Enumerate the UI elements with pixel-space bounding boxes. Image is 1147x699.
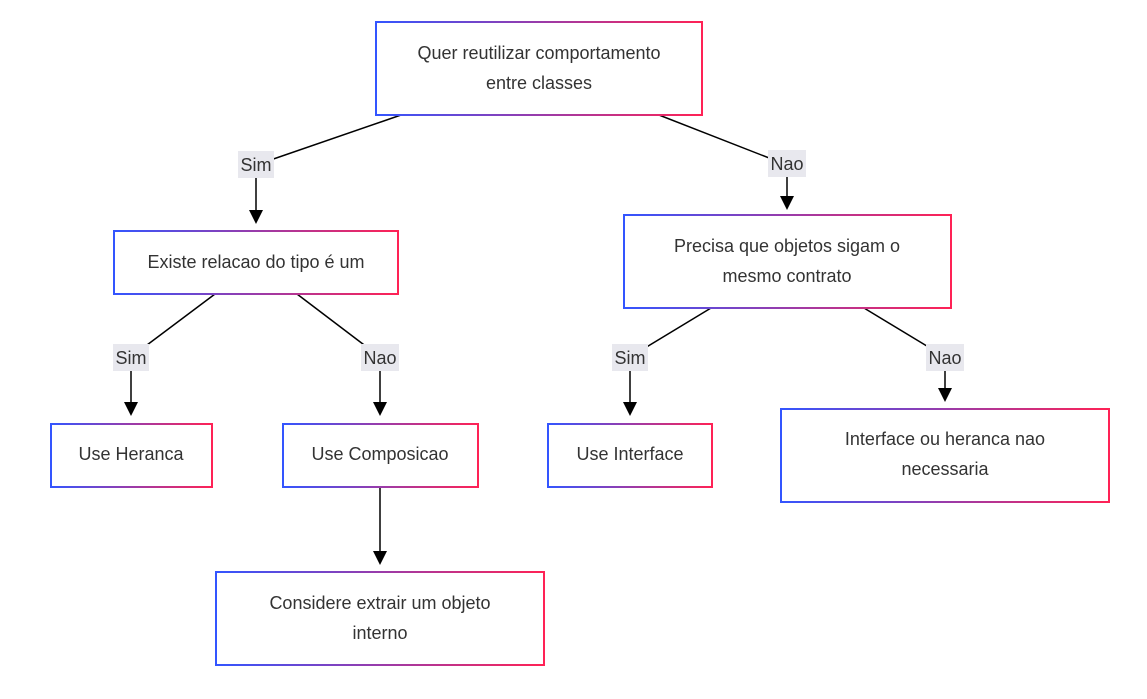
node-inheritance: Use Heranca xyxy=(50,423,213,488)
node-root-line-2: entre classes xyxy=(486,73,592,93)
edge-root-to-contract: Nao xyxy=(658,114,806,210)
nodes: Quer reutilizar comportamento entre clas… xyxy=(50,21,1110,666)
edge-label-contract-yes: Sim xyxy=(615,348,646,368)
node-composition: Use Composicao xyxy=(282,423,479,488)
edge-label-root-no: Nao xyxy=(770,154,803,174)
edge-label-root-yes: Sim xyxy=(241,155,272,175)
edge-label-is-a-yes: Sim xyxy=(116,348,147,368)
edge-label-bg xyxy=(238,151,274,178)
edge-label-bg xyxy=(926,344,964,371)
edge-is-a-to-composition: Nao xyxy=(296,293,399,416)
node-inheritance-line-1: Use Heranca xyxy=(78,444,184,464)
edge-composition-to-extract xyxy=(373,488,387,565)
node-root-line-1: Quer reutilizar comportamento xyxy=(417,43,660,63)
edge-label-contract-no: Nao xyxy=(928,348,961,368)
edge-label-bg xyxy=(768,150,806,177)
edge-contract-to-none: Nao xyxy=(863,307,964,402)
edges: Sim Nao Sim Nao xyxy=(113,114,964,565)
node-extract: Considere extrair um objeto interno xyxy=(215,571,545,666)
node-none-line-2: necessaria xyxy=(901,459,989,479)
edge-is-a-to-inheritance: Sim xyxy=(113,293,216,416)
node-interface-line-1: Use Interface xyxy=(576,444,683,464)
node-is-a: Existe relacao do tipo é um xyxy=(113,230,399,295)
node-none-line-1: Interface ou heranca nao xyxy=(845,429,1045,449)
node-is-a-line-1: Existe relacao do tipo é um xyxy=(147,252,364,272)
node-interface: Use Interface xyxy=(547,423,713,488)
node-extract-line-2: interno xyxy=(352,623,407,643)
node-contract-line-2: mesmo contrato xyxy=(722,266,851,286)
edge-label-bg xyxy=(612,344,648,371)
node-contract: Precisa que objetos sigam o mesmo contra… xyxy=(623,214,952,309)
edge-label-is-a-no: Nao xyxy=(363,348,396,368)
node-contract-line-1: Precisa que objetos sigam o xyxy=(674,236,900,256)
node-root: Quer reutilizar comportamento entre clas… xyxy=(375,21,703,116)
edge-label-bg xyxy=(113,344,149,371)
node-composition-line-1: Use Composicao xyxy=(311,444,448,464)
edge-label-bg xyxy=(361,344,399,371)
edge-root-to-is-a: Sim xyxy=(238,114,402,224)
node-extract-line-1: Considere extrair um objeto xyxy=(269,593,490,613)
node-none: Interface ou heranca nao necessaria xyxy=(780,408,1110,503)
edge-contract-to-interface: Sim xyxy=(612,307,712,416)
